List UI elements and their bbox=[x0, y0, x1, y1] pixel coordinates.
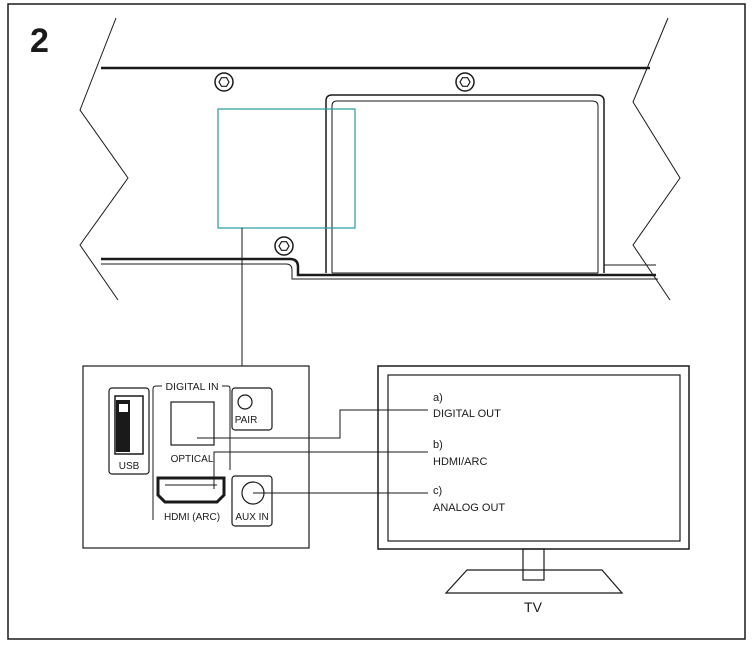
callout-c-letter: c) bbox=[433, 485, 442, 497]
connector-panel: USB DIGITAL IN PAIR OPTICAL HDMI (ARC) A… bbox=[82, 365, 310, 549]
break-line-right bbox=[632, 17, 681, 301]
pair-label: PAIR bbox=[235, 415, 258, 426]
hdmi-connection-line bbox=[213, 451, 428, 489]
optical-port bbox=[170, 401, 215, 446]
optical-label: OPTICAL bbox=[171, 454, 214, 465]
aux-label: AUX IN bbox=[235, 512, 268, 523]
tv-screen bbox=[387, 374, 681, 542]
hdmi-label: HDMI (ARC) bbox=[164, 512, 220, 523]
soundbar-rear bbox=[79, 17, 681, 301]
connection-lines bbox=[197, 409, 428, 494]
step-number: 2 bbox=[30, 22, 49, 60]
diagram-border bbox=[7, 3, 746, 640]
tv bbox=[377, 365, 690, 594]
soundbar-bottom-edge bbox=[101, 257, 656, 277]
callout-b-name: HDMI/ARC bbox=[433, 456, 487, 468]
digital-in-bracket bbox=[152, 385, 231, 520]
digital-in-label: DIGITAL IN bbox=[165, 381, 218, 393]
callout-c-name: ANALOG OUT bbox=[433, 502, 505, 514]
hdmi-port bbox=[156, 476, 226, 504]
screw-2 bbox=[455, 72, 475, 92]
pair-button bbox=[231, 387, 273, 431]
break-line-left bbox=[79, 17, 129, 301]
port-compartment bbox=[325, 94, 605, 273]
usb-label: USB bbox=[119, 461, 140, 472]
callout-labels: a) DIGITAL OUT b) HDMI/ARC c) ANALOG OUT bbox=[433, 392, 505, 514]
callout-a-letter: a) bbox=[433, 392, 443, 404]
screw-3 bbox=[274, 236, 294, 256]
tv-stand-base bbox=[444, 569, 624, 594]
connector-panel-frame bbox=[82, 365, 310, 549]
port-highlight-box bbox=[217, 108, 356, 229]
tv-label: TV bbox=[524, 599, 543, 615]
tv-bezel bbox=[377, 365, 690, 550]
callout-a-name: DIGITAL OUT bbox=[433, 408, 501, 420]
usb-port bbox=[108, 387, 150, 475]
screw-1 bbox=[214, 72, 234, 92]
tv-stand-neck bbox=[522, 548, 545, 581]
callout-b-letter: b) bbox=[433, 439, 443, 451]
optical-connection-line bbox=[197, 409, 428, 439]
